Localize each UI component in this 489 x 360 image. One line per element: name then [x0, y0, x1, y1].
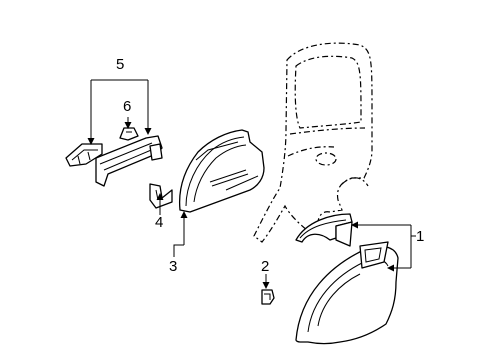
callout-2: 2	[261, 258, 269, 275]
rear-rail-main-piece	[95, 135, 163, 187]
callout-5: 5	[116, 56, 124, 73]
callout-4: 4	[155, 214, 163, 231]
wheelhouse-liner	[178, 129, 265, 213]
callout-1: 1	[416, 228, 424, 245]
leader-lines	[87, 79, 416, 289]
clip	[119, 127, 139, 141]
small-bracket	[261, 289, 275, 305]
callout-6: 6	[123, 98, 131, 115]
body-side-panel-outline	[253, 42, 373, 243]
callout-3: 3	[169, 258, 177, 275]
angle-bracket	[149, 183, 173, 209]
wheelhouse-outer-panel	[295, 241, 399, 345]
rear-rail-left-piece	[65, 143, 103, 167]
wheelhouse-inner-panel	[295, 213, 353, 247]
